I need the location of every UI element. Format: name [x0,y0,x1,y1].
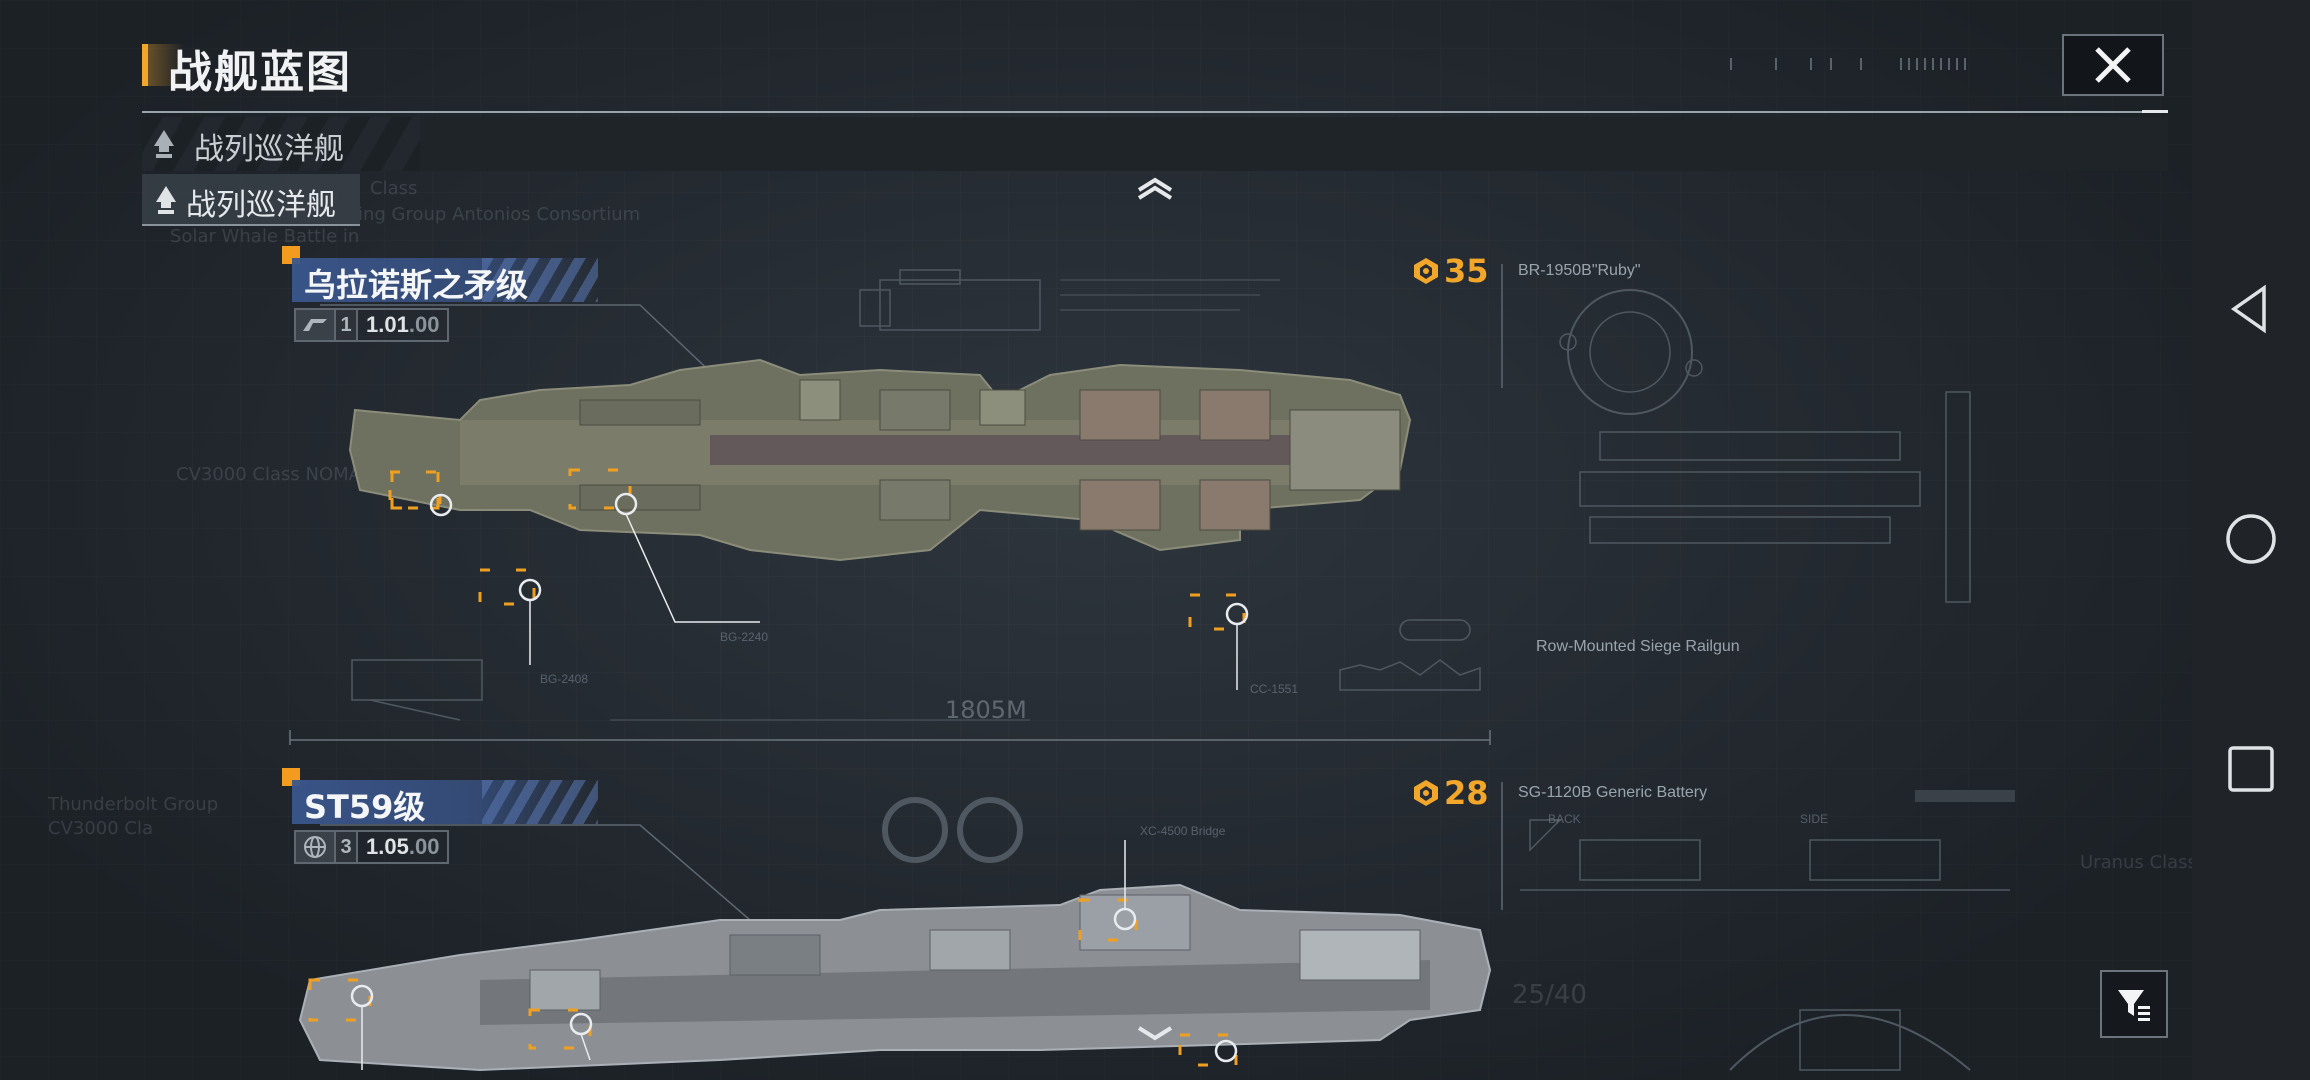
weapon-schematic [1501,264,1971,603]
system-navigation-bar [2192,0,2310,1080]
ghost-text: Thunderbolt Group [48,794,219,815]
cost-value: 28 [1444,774,1489,812]
name-plate-stripes [482,258,598,302]
version-sub: 00 [414,834,440,859]
weapon-name: Row-Mounted Siege Railgun [1536,638,1740,655]
nav-back-icon[interactable] [2220,278,2282,340]
weapon-name: BR-1950B"Ruby" [1518,262,1641,279]
version-main: 1.01 [366,312,409,337]
ship-tier: 3 [336,832,358,862]
filter-button[interactable] [2100,970,2168,1038]
ghost-text: Solar Whale Battle in [170,226,360,247]
nav-recents-icon[interactable] [2220,738,2282,800]
bridge-label: XC-4500 Bridge [1140,824,1226,838]
ship-version: 1.01.00 [366,312,440,337]
ship-stats: 3 1.05.00 [294,830,450,864]
category-selector-bg [420,117,2168,171]
chevron-up-icon[interactable] [1136,176,1174,202]
ship-blueprint [289,269,1491,745]
ghost-text: ing Group Antonios Consortium [358,204,641,225]
nav-home-icon[interactable] [2220,508,2282,570]
ghost-text: CV3000 Class NOMA Sh [176,464,390,485]
close-button[interactable] [2062,34,2164,96]
hardpoint-label: BG-2240 [720,630,769,644]
ship-name: 乌拉诺斯之矛级 [304,266,529,304]
category-label[interactable]: 战列巡洋舰 [194,132,344,167]
ship-cost: 28 [1412,774,1489,812]
ship-stats: 1 1.01.00 [294,308,450,342]
weapon-schematic [1501,782,2015,1071]
ship-card[interactable]: ST59级 3 1.05.00 28 [282,768,1492,1080]
header-divider-end [2142,110,2168,113]
category-option[interactable]: 战列巡洋舰 [142,174,360,226]
ship-class-icon [156,186,176,214]
title-glow [148,44,184,86]
hardpoint-label: BG-2408 [540,672,589,686]
version-main: 1.05 [366,834,409,859]
ship-name: ST59级 [304,788,426,826]
ship-card[interactable]: 乌拉诺斯之矛级 1 1.01.00 35 [282,246,1492,746]
ship-version: 1.05.00 [366,834,440,859]
view-label: SIDE [1800,812,1829,826]
ship-class-icon [154,130,174,158]
header-divider [142,111,2168,113]
ship-cost: 35 [1412,252,1489,290]
title-accent [142,44,148,86]
ghost-text: CV3000 Cla [48,818,154,839]
ghost-text: Class [370,178,418,199]
hardpoint-label: CC-1551 [1250,682,1299,696]
command-cost-icon [1414,780,1438,806]
chevron-down-icon[interactable] [1136,1020,1174,1046]
version-sub: 00 [414,312,440,337]
scale-label: 25/40 [1512,980,1587,1010]
globe-icon [296,832,336,862]
weapon-name: SG-1120B Generic Battery [1518,784,1708,801]
close-icon [2095,47,2131,83]
category-option-label: 战列巡洋舰 [186,188,336,223]
header-ticks [1730,58,1966,70]
ship-length: 1805M [945,696,1027,724]
cost-value: 35 [1444,252,1489,290]
manufacturer-icon [296,310,336,340]
page-title: 战舰蓝图 [168,47,352,98]
name-plate-stripes [482,780,598,824]
view-label: BACK [1548,812,1581,826]
command-cost-icon [1414,258,1438,284]
filter-icon [2118,990,2150,1021]
ship-blueprint [298,797,1492,1072]
ship-tier: 1 [336,310,358,340]
